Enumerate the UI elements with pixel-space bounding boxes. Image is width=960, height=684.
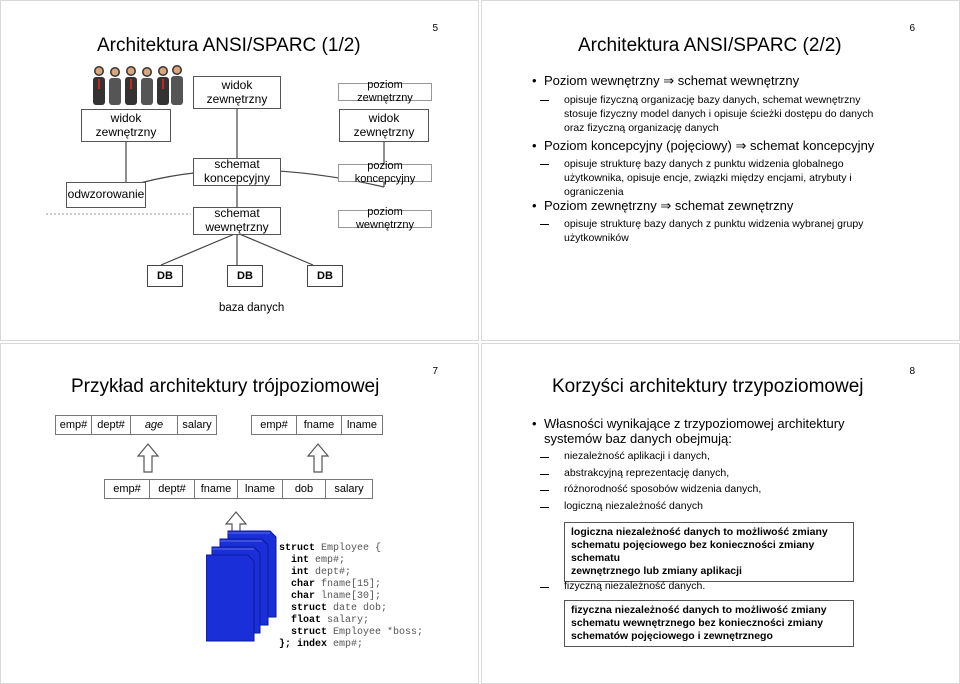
- dash-icon: [540, 507, 549, 508]
- stacked-files-icon: [206, 530, 277, 642]
- conceptual-field: fname: [194, 479, 238, 499]
- slide-title: Architektura ANSI/SPARC (2/2): [578, 35, 842, 56]
- external-view-center: widok zewnętrzny: [193, 76, 281, 109]
- dash-icon: [540, 474, 549, 475]
- level-internal-label: poziom wewnętrzny: [338, 206, 432, 231]
- slide-number: 5: [432, 23, 438, 34]
- view2-field: lname: [341, 415, 383, 435]
- slide-number: 7: [432, 366, 438, 377]
- level-external-label: poziom zewnętrzny: [338, 79, 432, 104]
- slide-title: Architektura ANSI/SPARC (1/2): [97, 35, 361, 56]
- implies-icon: ⇒: [735, 138, 747, 153]
- up-arrow-icon: [136, 443, 160, 473]
- implies-icon: ⇒: [660, 198, 672, 213]
- dash-icon: [540, 164, 549, 165]
- database-caption: baza danych: [219, 302, 285, 314]
- slide-title: Przykład architektury trójpoziomowej: [71, 376, 380, 397]
- external-view-left: widok zewnętrzny: [81, 109, 171, 142]
- dash-icon: [540, 224, 549, 225]
- mapping-box: odwzorowanie: [66, 182, 146, 208]
- bullet-conceptual-level: Poziom koncepcyjny (pojęciowy) ⇒ schemat…: [532, 138, 874, 154]
- sub-bullet-conceptual: opisuje strukturę bazy danych z punktu w…: [564, 158, 852, 198]
- view2-field: emp#: [251, 415, 297, 435]
- view1-field: dept#: [91, 415, 131, 435]
- physical-independence-box: fizyczna niezależność danych to możliwoś…: [564, 600, 854, 647]
- database-box-1: DB: [147, 265, 183, 287]
- external-view-right: widok zewnętrzny: [339, 109, 429, 142]
- slide-number: 8: [909, 366, 915, 377]
- intro-bullet: Własności wynikające z trzypoziomowej ar…: [532, 416, 845, 446]
- sub-bullet-external: opisuje strukturę bazy danych z punktu w…: [564, 218, 864, 244]
- slide-title: Korzyści architektury trzypoziomowej: [552, 376, 864, 397]
- level-conceptual-label: poziom koncepcyjny: [338, 160, 432, 185]
- slide-3: 7 Przykład architektury trójpoziomowej e…: [0, 343, 479, 684]
- bullet-external-level: Poziom zewnętrzny ⇒ schemat zewnętrzny: [532, 198, 793, 214]
- list-item: abstrakcyjną reprezentację danych,: [564, 467, 730, 479]
- logical-independence-box: logiczna niezależność danych to możliwoś…: [564, 522, 854, 582]
- dash-icon: [540, 457, 549, 458]
- struct-code-block: struct Employee { int emp#; int dept#; c…: [279, 543, 424, 650]
- conceptual-field: salary: [325, 479, 373, 499]
- view1-field: emp#: [55, 415, 92, 435]
- dash-icon: [540, 587, 549, 588]
- database-box-3: DB: [307, 265, 343, 287]
- dash-icon: [540, 490, 549, 491]
- list-item: logiczną niezależność danych: [564, 500, 703, 512]
- list-item: fizyczną niezależność danych.: [564, 580, 706, 592]
- slide-number: 6: [909, 23, 915, 34]
- conceptual-field: dob: [282, 479, 326, 499]
- internal-schema-box: schemat wewnętrzny: [193, 206, 281, 235]
- list-item: różnorodność sposobów widzenia danych,: [564, 483, 762, 495]
- conceptual-field: emp#: [104, 479, 150, 499]
- view2-field: fname: [296, 415, 342, 435]
- slide-4: 8 Korzyści architektury trzypoziomowej W…: [481, 343, 960, 684]
- list-item: niezależność aplikacji i danych,: [564, 450, 710, 462]
- slide-2: 6 Architektura ANSI/SPARC (2/2) Poziom w…: [481, 0, 960, 341]
- up-arrow-icon: [306, 443, 330, 473]
- bullet-internal-level: Poziom wewnętrzny ⇒ schemat wewnętrzny: [532, 73, 799, 89]
- conceptual-field: lname: [237, 479, 283, 499]
- sub-bullet-internal: opisuje fizyczną organizację bazy danych…: [564, 94, 874, 134]
- people-illustration: [93, 65, 183, 105]
- slide-1: 5 Architektura ANSI/SPARC (1/2) widok: [0, 0, 479, 341]
- conceptual-schema-box: schemat koncepcyjny: [193, 157, 281, 186]
- database-box-2: DB: [227, 265, 263, 287]
- view1-field: salary: [177, 415, 217, 435]
- dash-icon: [540, 100, 549, 101]
- view1-field: age: [130, 415, 178, 435]
- implies-icon: ⇒: [663, 73, 675, 88]
- conceptual-field: dept#: [149, 479, 195, 499]
